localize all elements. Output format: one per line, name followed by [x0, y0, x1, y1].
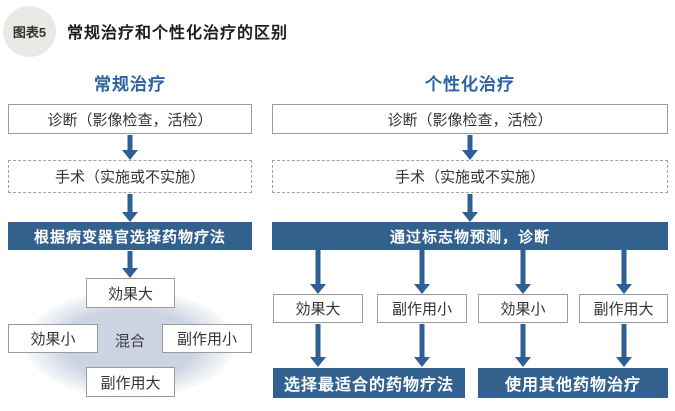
- conventional-surgery-box: 手术（实施或不实施）: [8, 160, 252, 193]
- conventional-flow-title: 常规治疗: [94, 75, 166, 94]
- personalized-result-other-drug-box: 使用其他药物治疗: [478, 368, 668, 398]
- figure-number-label: 图表5: [12, 25, 47, 40]
- personalized-result-best-therapy-box: 选择最适合的药物疗法: [273, 368, 465, 398]
- conventional-outcome-side-effect-large-box: 副作用大: [86, 367, 175, 397]
- personalized-outcome-side-effect-large-box: 副作用大: [579, 294, 668, 323]
- conventional-diagnosis-box: 诊断（影像检查，活检）: [8, 104, 252, 134]
- personalized-outcome-side-effect-small-box: 副作用小: [377, 294, 467, 323]
- personalized-outcome-effect-large-box: 効果大: [273, 294, 363, 323]
- down-arrow-icon: [310, 250, 326, 294]
- down-arrow-icon: [515, 324, 531, 367]
- conventional-therapy-selection-box: 根据病变器官选择药物疗法: [8, 222, 252, 250]
- conventional-outcome-effect-large-box: 効果大: [86, 278, 175, 308]
- conventional-outcome-mixed-label: 混合: [114, 333, 145, 350]
- conventional-outcome-side-effect-small-box: 副作用小: [162, 324, 252, 353]
- down-arrow-icon: [462, 135, 478, 160]
- figure-title: 常规治疗和个性化治疗的区别: [67, 25, 289, 42]
- personalized-marker-prediction-box: 通过标志物预测，诊断: [272, 222, 668, 250]
- personalized-surgery-box: 手术（实施或不实施）: [272, 160, 668, 193]
- down-arrow-icon: [616, 324, 632, 367]
- down-arrow-icon: [122, 194, 138, 222]
- down-arrow-icon: [310, 324, 326, 367]
- personalized-flow-title: 个性化治疗: [425, 75, 515, 94]
- figure-number-badge: 图表5: [3, 6, 56, 57]
- down-arrow-icon: [515, 250, 531, 294]
- down-arrow-icon: [414, 250, 430, 294]
- down-arrow-icon: [122, 135, 138, 160]
- down-arrow-icon: [414, 324, 430, 367]
- down-arrow-icon: [462, 194, 478, 222]
- conventional-outcome-effect-small-box: 効果小: [8, 324, 98, 353]
- personalized-outcome-effect-small-box: 効果小: [478, 294, 568, 323]
- personalized-diagnosis-box: 诊断（影像检查，活检）: [272, 104, 668, 134]
- down-arrow-icon: [122, 251, 138, 278]
- down-arrow-icon: [616, 250, 632, 294]
